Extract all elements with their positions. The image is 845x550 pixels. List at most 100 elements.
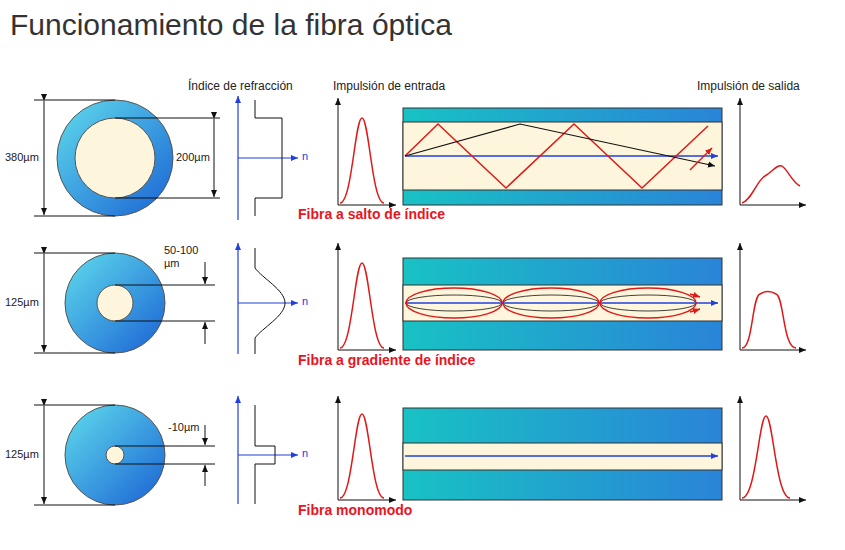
dimension-label: 125µm <box>5 448 39 461</box>
dimension-line <box>205 425 206 445</box>
dimension-label: 380µm <box>5 151 39 164</box>
fiber-section <box>403 285 722 321</box>
dimension-label: 50-100 µm <box>164 244 200 269</box>
axis-label: n <box>302 295 308 308</box>
fiber-section <box>405 124 708 188</box>
dimension-line <box>44 254 45 352</box>
dimension-line <box>34 405 115 406</box>
cross-section <box>65 405 165 505</box>
cross-section <box>75 118 155 198</box>
fiber-section <box>403 443 722 470</box>
dimension-line <box>205 322 206 344</box>
output-pulse <box>740 205 806 206</box>
output-pulse <box>740 350 806 351</box>
fiber-section <box>403 258 722 350</box>
fiber-section <box>503 295 599 311</box>
cross-section <box>65 253 165 353</box>
index-profile <box>255 248 285 354</box>
page-title: Funcionamiento de la fibra óptica <box>10 8 452 43</box>
output-pulse <box>742 166 800 203</box>
dimension-line <box>34 100 220 216</box>
fiber-section <box>690 309 700 312</box>
output-pulse <box>740 243 741 350</box>
output-pulse <box>740 98 741 205</box>
dimension-line <box>34 216 115 217</box>
column-header: Índice de refracción <box>188 80 293 94</box>
axis-label: n <box>302 447 308 460</box>
output-pulse <box>740 396 741 500</box>
dimension-line <box>115 321 215 322</box>
axis-label: n <box>302 150 308 163</box>
cross-section <box>65 253 165 353</box>
cross-section <box>57 100 173 216</box>
fiber-type-caption: Fibra a salto de índice <box>298 206 445 222</box>
cross-section <box>106 446 124 464</box>
input-pulse <box>338 500 396 501</box>
fiber-section <box>406 288 502 318</box>
dimension-line <box>44 406 45 504</box>
dimension-line <box>205 465 206 486</box>
input-pulse <box>338 98 339 205</box>
input-pulse <box>340 263 384 348</box>
column-header: Impulsión de entrada <box>333 80 445 94</box>
index-profile <box>238 302 298 303</box>
dimension-line <box>34 100 115 101</box>
dimension-line <box>214 119 215 197</box>
fiber-section <box>403 408 722 500</box>
dimension-label: -10µm <box>168 421 199 434</box>
index-profile <box>238 157 298 158</box>
fiber-section <box>405 455 718 457</box>
index-profile <box>238 454 298 455</box>
output-pulse <box>740 243 806 350</box>
output-pulse <box>742 416 790 498</box>
fiber-type-caption: Fibra a gradiente de índice <box>298 352 475 368</box>
index-profile <box>237 243 238 354</box>
index-profile <box>238 96 298 220</box>
fiber-section <box>403 408 722 500</box>
dimension-line <box>115 198 220 199</box>
cross-section <box>57 100 173 216</box>
index-profile <box>255 100 282 216</box>
dimension-line <box>205 262 206 284</box>
fiber-section <box>600 288 696 318</box>
input-pulse <box>338 98 396 205</box>
cross-section <box>97 285 133 321</box>
dimension-line <box>115 285 215 286</box>
column-header: Impulsión de salida <box>697 80 800 94</box>
fiber-section <box>406 295 696 311</box>
input-pulse <box>340 414 384 498</box>
dimension-line <box>34 353 115 354</box>
output-pulse <box>740 98 806 205</box>
fiber-section <box>403 108 722 205</box>
dimension-label: 200µm <box>176 151 210 164</box>
input-pulse <box>338 396 339 500</box>
dimension-line <box>115 118 220 119</box>
output-pulse <box>740 500 806 501</box>
cross-section <box>65 405 165 505</box>
fiber-section <box>690 148 712 170</box>
index-profile <box>237 396 238 504</box>
fiber-section <box>403 258 722 350</box>
fiber-section <box>690 294 700 297</box>
dimension-line <box>34 405 215 505</box>
fiber-section <box>503 288 599 318</box>
dimension-label: 125µm <box>5 296 39 309</box>
output-pulse <box>742 292 796 348</box>
dimension-line <box>115 446 215 447</box>
index-profile <box>255 405 275 504</box>
dimension-line <box>34 505 115 506</box>
fiber-section <box>406 288 696 318</box>
fiber-section <box>403 122 722 190</box>
input-pulse <box>338 243 339 350</box>
index-profile <box>238 243 298 354</box>
fiber-type-caption: Fibra monomodo <box>298 502 412 518</box>
output-pulse <box>740 396 806 500</box>
fiber-section <box>405 302 718 304</box>
input-pulse <box>338 350 396 351</box>
dimension-line <box>34 253 115 254</box>
input-pulse <box>340 118 384 203</box>
fiber-section <box>600 295 696 311</box>
index-profile <box>238 396 298 504</box>
fiber-section <box>403 108 722 205</box>
dimension-line <box>34 253 215 353</box>
